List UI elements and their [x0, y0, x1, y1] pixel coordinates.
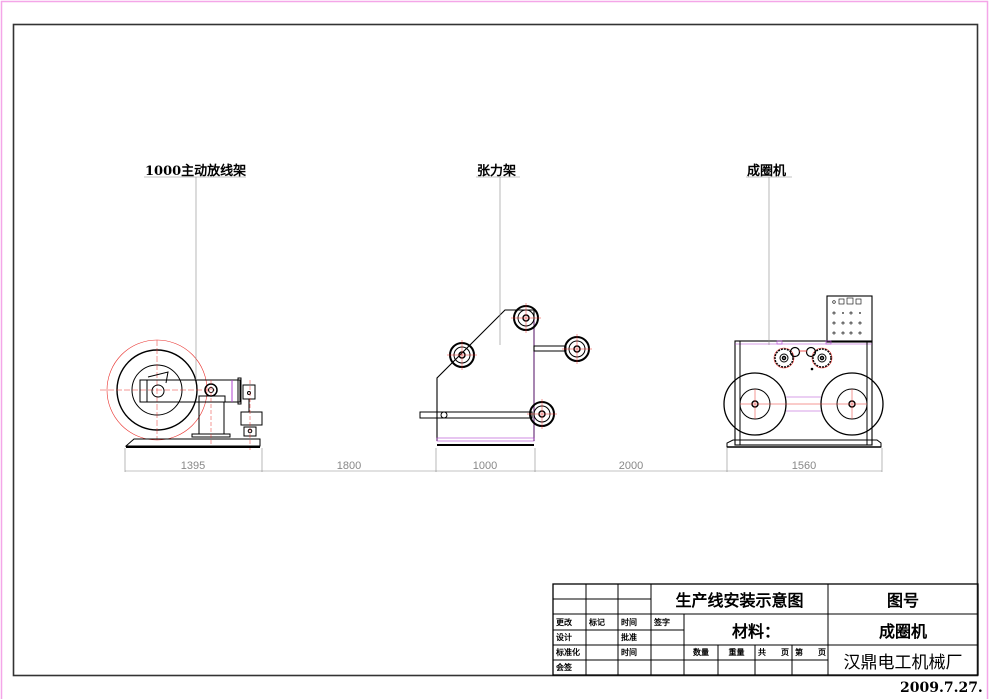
title-block-grid [552, 583, 979, 676]
dimension-payoff: 1395 [181, 460, 205, 472]
dimension-tension: 1000 [473, 460, 497, 472]
pulley [447, 340, 477, 370]
dimension-spacing-1: 1800 [337, 460, 361, 472]
control-panel [826, 295, 873, 343]
drawing-title: 生产线安装示意图 [675, 591, 804, 610]
row-standardize: 标准化 [556, 648, 580, 657]
material-label: 材料： [731, 621, 780, 641]
row-mark: 标记 [589, 617, 605, 627]
footer-quantity: 数量 [693, 648, 709, 657]
machine-body [734, 340, 873, 446]
footer-total: 共 [758, 648, 766, 657]
coiling-machine [723, 295, 884, 448]
part-name: 成圈机 [878, 621, 927, 641]
row-design: 设计 [556, 633, 572, 642]
pulley [527, 399, 557, 429]
base [124, 438, 261, 447]
drawing-number-label: 图号 [886, 591, 919, 610]
feed-bar [419, 411, 533, 419]
footer-page-2: 页 [818, 648, 826, 657]
company-name: 汉鼎电工机械厂 [843, 652, 963, 673]
dimension-coiler: 1560 [792, 460, 816, 472]
footer-weight: 重量 [728, 648, 745, 657]
pulley [562, 334, 592, 364]
pulley [511, 303, 541, 333]
row-time-2: 时间 [621, 648, 637, 657]
payoff-stand [100, 339, 263, 450]
frame-plate [436, 309, 535, 441]
footer-page: 页 [781, 648, 789, 657]
row-approve: 批准 [621, 633, 637, 642]
label-tension-frame: 张力架 [477, 164, 517, 179]
panel-buttons [832, 297, 862, 335]
gear [773, 347, 795, 369]
inner-border [12, 23, 979, 677]
label-payoff-stand: 1000主动放线架 [145, 164, 247, 179]
row-signature: 签字 [654, 617, 670, 627]
drawing-date: 2009.7.27. [900, 680, 983, 696]
label-coiling-machine: 成圈机 [747, 164, 787, 179]
row-change: 更改 [556, 617, 572, 627]
pillar [198, 401, 225, 435]
gear [811, 347, 833, 369]
dimension-chain [124, 448, 883, 472]
footer-sheet: 第 [795, 648, 803, 657]
tension-frame [419, 303, 592, 446]
leader-lines [144, 176, 792, 380]
dimension-spacing-2: 2000 [619, 460, 643, 472]
arm [139, 379, 241, 403]
row-countersign: 会签 [556, 663, 572, 672]
row-time: 时间 [621, 617, 637, 627]
